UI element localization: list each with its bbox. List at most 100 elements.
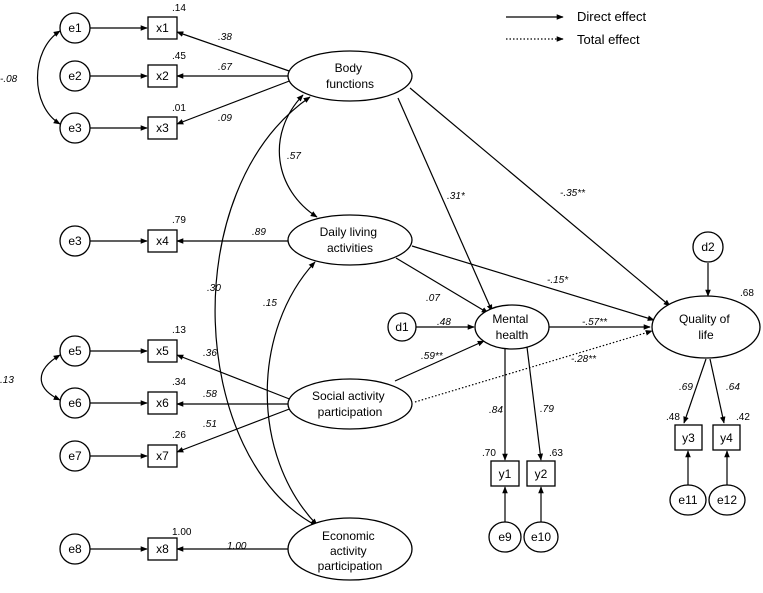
path-sap-qol-total [414, 330, 653, 403]
node-e5 [59, 335, 91, 367]
coef-sap-mh: .59** [421, 351, 444, 362]
node-economic-activity-participation [287, 517, 413, 581]
node-y1-label: y1 [499, 467, 512, 481]
r2-x6: .34 [172, 377, 186, 388]
node-e2 [59, 60, 91, 92]
coef-eap-x8: 1.00 [227, 541, 247, 552]
coef-e1-e3: -.08 [0, 74, 18, 85]
node-x3 [147, 116, 178, 140]
node-x4-label: x4 [156, 234, 169, 248]
path-bf-x1 [176, 31, 293, 73]
coef-e5-e6: .13 [0, 375, 14, 386]
r2-qol: .68 [740, 288, 754, 299]
r2-y3: .48 [666, 412, 680, 423]
node-quality-of-life-label: Quality of life [679, 312, 733, 342]
coef-bf-x3: .09 [218, 113, 232, 124]
node-e1 [59, 12, 91, 44]
node-d1-label: d1 [395, 320, 409, 334]
coef-sap-x7: .51 [203, 419, 217, 430]
node-e9 [488, 521, 522, 553]
node-economic-activity-line2: activity [330, 544, 367, 558]
node-d2 [692, 231, 724, 263]
path-mh-y2 [526, 346, 544, 461]
node-daily-living-line2: activities [327, 241, 373, 255]
node-e1-label: e1 [68, 21, 82, 35]
coef-qol-y3: .69 [679, 382, 693, 393]
coef-bf-dla: .57 [287, 151, 301, 162]
node-x2 [147, 64, 178, 88]
node-e8 [59, 533, 91, 565]
node-economic-activity-line1: Economic [322, 529, 375, 543]
node-e8-label: e8 [68, 542, 82, 556]
path-bf-mh [397, 97, 493, 312]
path-dla-sap-cov [266, 261, 318, 526]
node-e6 [59, 387, 91, 419]
coef-mh-qol: -.57** [582, 317, 608, 328]
node-y2-label: y2 [535, 467, 548, 481]
node-x5-label: x5 [156, 344, 169, 358]
r2-x7: .26 [172, 430, 186, 441]
path-coefficients: .38 .67 .09 -.08 .57 .30 .15 .89 1.00 .3… [0, 32, 740, 552]
node-e5-label: e5 [68, 344, 82, 358]
node-e6-label: e6 [68, 396, 82, 410]
node-social-activity-label: Social activity participation [312, 389, 388, 419]
node-e10-label: e10 [531, 530, 551, 544]
legend-total-label: Total effect [577, 32, 640, 47]
node-mental-health [474, 304, 550, 350]
node-mental-health-line2: health [496, 328, 529, 342]
r2-y1: .70 [482, 448, 496, 459]
node-y4 [712, 424, 741, 451]
coef-mh-y2: .79 [540, 404, 554, 415]
coef-qol-y4: .64 [726, 382, 740, 393]
node-body-functions-label: Body functions [326, 61, 374, 91]
path-e5-e6-cov [40, 354, 61, 401]
path-bf-eap-cov [214, 96, 318, 527]
node-social-activity-line2: participation [318, 405, 383, 419]
node-mental-health-line1: Mental [492, 312, 528, 326]
node-x5 [147, 339, 178, 363]
node-d1 [387, 312, 417, 342]
node-quality-of-life [651, 295, 761, 359]
node-e7-label: e7 [68, 449, 82, 463]
node-e12 [708, 484, 746, 516]
path-sap-mh [394, 340, 485, 382]
coef-bf-eap: .30 [207, 283, 221, 294]
node-x6-label: x6 [156, 396, 169, 410]
path-qol-y3 [683, 358, 707, 424]
node-y1 [490, 460, 520, 487]
path-qol-y4 [709, 358, 726, 424]
node-x7-label: x7 [156, 449, 169, 463]
node-x7 [147, 444, 178, 468]
node-economic-activity-label: Economic activity participation [318, 529, 383, 573]
node-x6 [147, 391, 178, 415]
paths [36, 25, 730, 552]
path-sap-x5 [176, 354, 293, 401]
coef-bf-x1: .38 [218, 32, 232, 43]
node-x1 [147, 16, 178, 40]
node-mental-health-label: Mental health [492, 312, 531, 342]
coef-sap-qol-total: -.28** [571, 354, 597, 365]
r-squared-labels: .14 .45 .01 .79 .13 .34 .26 1.00 .70 .63… [172, 3, 754, 538]
node-e11 [669, 484, 707, 516]
indicator-nodes: x1 x2 x3 x4 x5 x6 x7 x8 y1 y2 y3 y4 [147, 16, 741, 561]
node-e3-label: e3 [68, 121, 82, 135]
path-dla-mh [395, 257, 489, 314]
coef-dla-qol: -.15* [547, 275, 569, 286]
r2-y2: .63 [549, 448, 563, 459]
coef-sap-x6: .58 [203, 389, 217, 400]
coef-dla-mh: .07 [426, 293, 440, 304]
node-quality-of-life-line1: Quality of [679, 312, 730, 326]
path-dla-qol [411, 245, 655, 321]
node-e3 [59, 112, 91, 144]
node-y3-label: y3 [682, 431, 695, 445]
node-e9-label: e9 [498, 530, 512, 544]
node-e3-second-label: e3 [68, 234, 82, 248]
node-social-activity-line1: Social activity [312, 389, 385, 403]
coef-bf-x2: .67 [218, 62, 232, 73]
r2-x5: .13 [172, 325, 186, 336]
r2-x2: .45 [172, 51, 186, 62]
r2-x1: .14 [172, 3, 186, 14]
node-body-functions-line2: functions [326, 77, 374, 91]
r2-x8: 1.00 [172, 527, 192, 538]
